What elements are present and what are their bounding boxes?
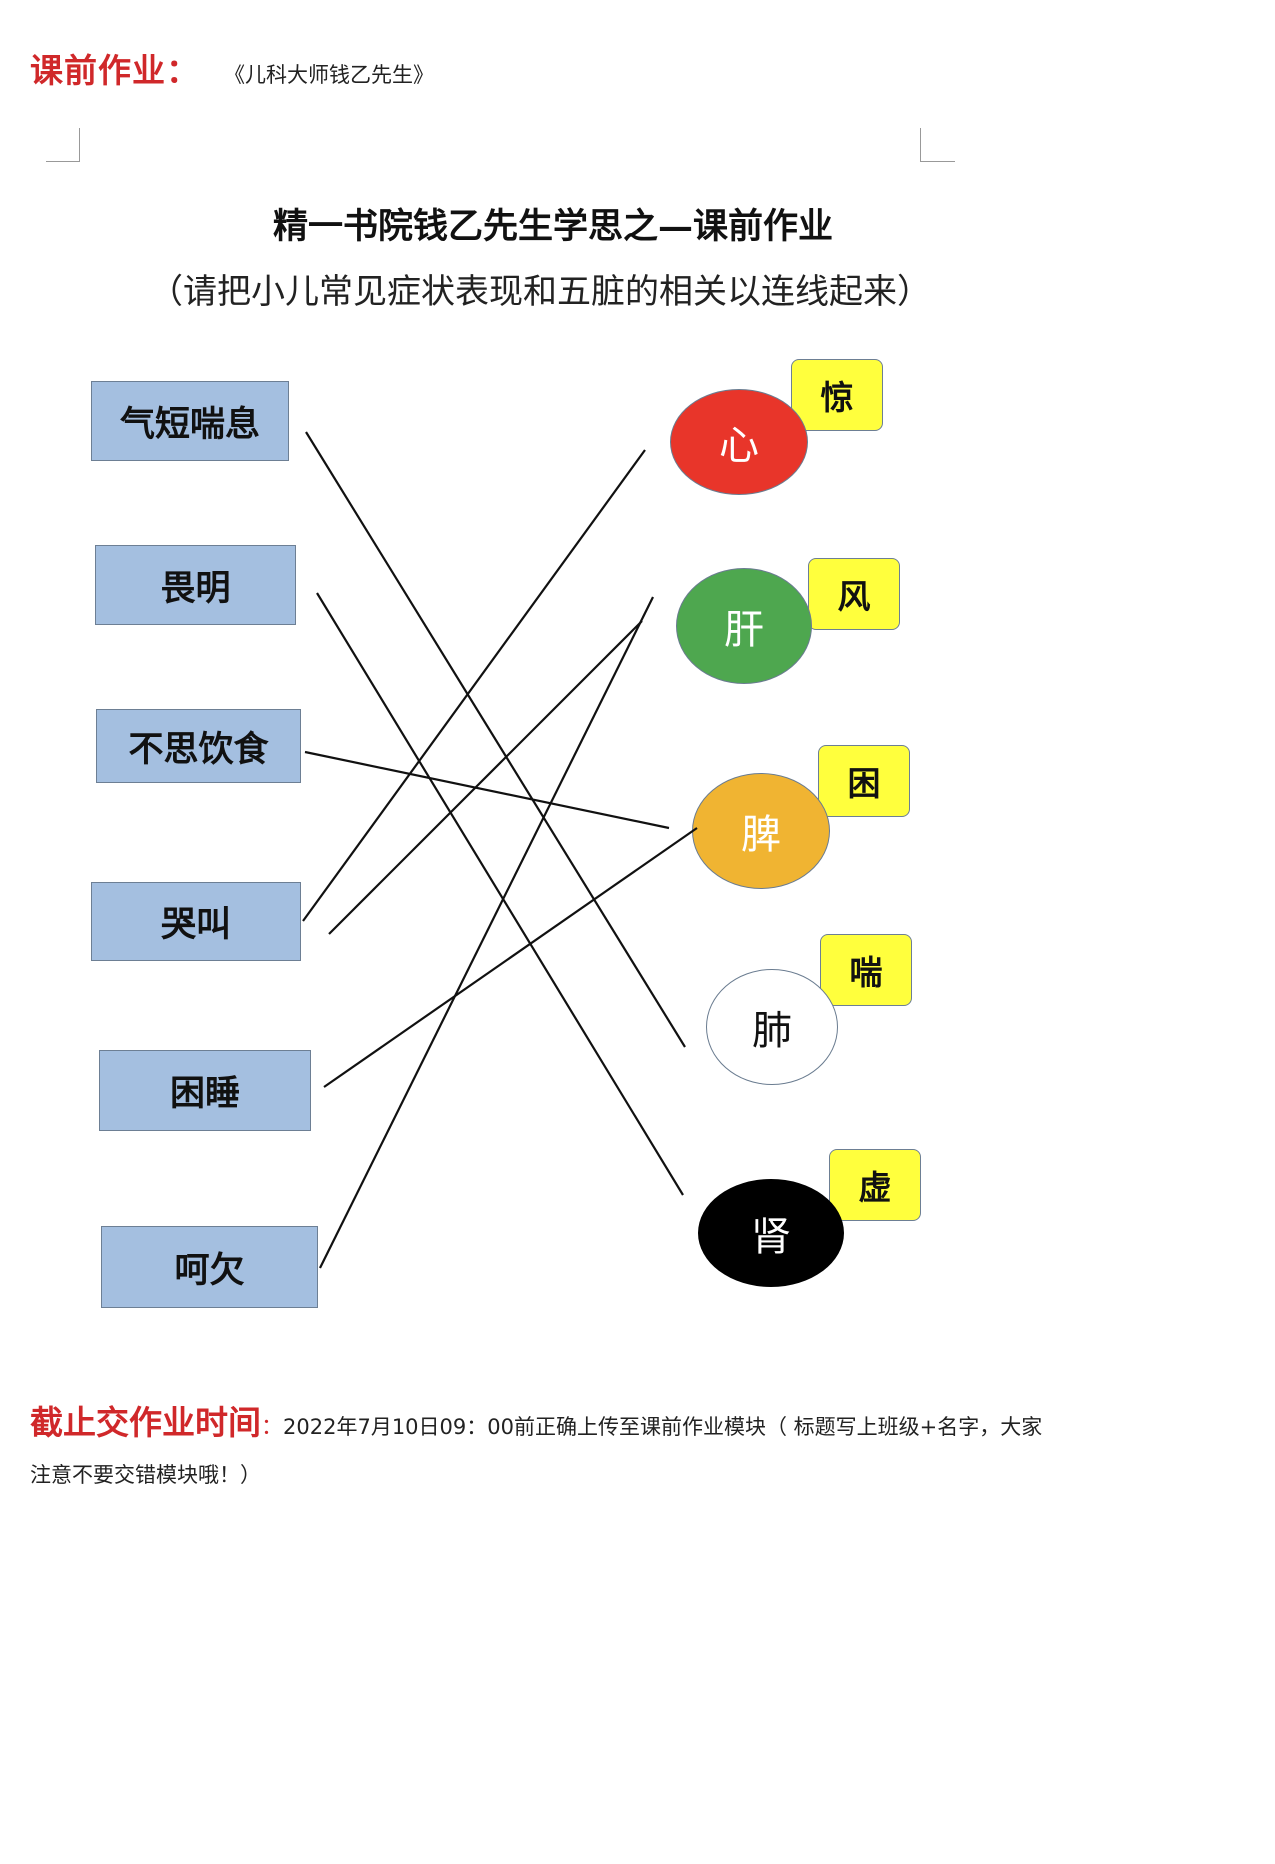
connection-line xyxy=(316,592,684,1196)
symptom-box: 畏明 xyxy=(95,545,296,625)
homework-label: 课前作业： xyxy=(30,51,200,90)
organ-heart: 心 xyxy=(670,389,808,495)
connection-line xyxy=(319,596,654,1269)
connection-line xyxy=(305,431,686,1048)
organ-tag: 困 xyxy=(818,745,910,817)
organ-tag: 惊 xyxy=(791,359,883,431)
organ-tag: 风 xyxy=(808,558,900,630)
symptom-box: 哭叫 xyxy=(91,882,301,961)
connection-line xyxy=(302,449,646,922)
book-title: 《儿科大师钱乙先生》 xyxy=(224,63,434,87)
crop-mark-right xyxy=(920,128,955,162)
deadline-colon: ： xyxy=(261,1415,284,1440)
symptom-box: 气短喘息 xyxy=(91,381,289,461)
organ-tag: 喘 xyxy=(820,934,912,1006)
page-header: 课前作业： 《儿科大师钱乙先生》 xyxy=(30,44,434,92)
organ-tag: 虚 xyxy=(829,1149,921,1221)
organ-spleen: 脾 xyxy=(692,773,830,889)
worksheet-title: 精一书院钱乙先生学思之—课前作业 xyxy=(272,206,833,247)
deadline-notice: 截止交作业时间：2022年7月10日09：00前正确上传至课前作业模块（ 标题写… xyxy=(30,1400,1050,1500)
symptom-box: 不思饮食 xyxy=(96,709,301,783)
organ-liver: 肝 xyxy=(676,568,812,684)
symptom-box: 呵欠 xyxy=(101,1226,318,1308)
connection-line xyxy=(304,750,670,830)
deadline-text: 2022年7月10日09：00前正确上传至课前作业模块（ 标题写上班级+名字，大… xyxy=(30,1415,1043,1487)
organ-kidney: 肾 xyxy=(698,1179,844,1287)
crop-mark-left xyxy=(46,128,80,162)
deadline-label: 截止交作业时间 xyxy=(30,1403,261,1442)
worksheet-subtitle: （请把小儿常见症状表现和五脏的相关以连线起来） xyxy=(149,272,931,312)
connection-line xyxy=(323,827,698,1088)
symptom-box: 困睡 xyxy=(99,1050,311,1131)
connection-line xyxy=(328,620,643,935)
organ-lung: 肺 xyxy=(706,969,838,1085)
